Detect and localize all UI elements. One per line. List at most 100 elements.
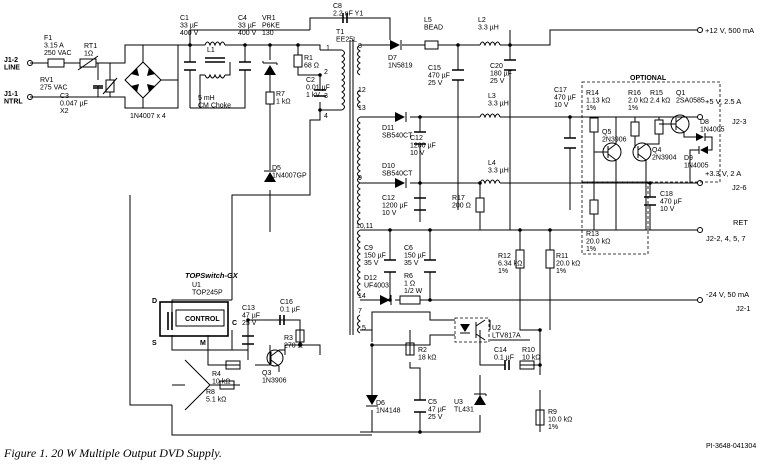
svg-text:+5 V, 2.5 A: +5 V, 2.5 A — [705, 97, 741, 106]
svg-text:D: D — [152, 298, 157, 305]
svg-text:C82.2 nF Y1: C82.2 nF Y1 — [333, 3, 363, 18]
svg-text:M: M — [200, 340, 206, 347]
svg-text:+3.3 V, 2 A: +3.3 V, 2 A — [705, 169, 741, 178]
svg-text:3: 3 — [324, 93, 328, 100]
svg-text:R71 kΩ: R71 kΩ — [276, 91, 291, 106]
svg-text:J2-2, 4, 5, 7: J2-2, 4, 5, 7 — [706, 234, 746, 243]
svg-text:TOPSwitch-GX: TOPSwitch-GX — [185, 271, 239, 280]
svg-text:L33.3 µH: L33.3 µH — [488, 93, 509, 108]
junction-dots — [188, 43, 652, 434]
svg-text:10,11: 10,11 — [356, 223, 373, 230]
svg-text:C: C — [232, 320, 237, 327]
svg-text:4: 4 — [324, 113, 328, 120]
svg-text:13: 13 — [358, 105, 366, 112]
svg-text:J2-3: J2-3 — [732, 117, 747, 126]
svg-text:RET: RET — [733, 218, 748, 227]
svg-text:-24 V, 50 mA: -24 V, 50 mA — [706, 290, 749, 299]
svg-text:2: 2 — [324, 69, 328, 76]
svg-text:L23.3 µH: L23.3 µH — [478, 17, 499, 32]
svg-text:CONTROL: CONTROL — [185, 316, 220, 323]
svg-text:S: S — [152, 340, 157, 347]
svg-text:L43.3 µH: L43.3 µH — [488, 160, 509, 175]
svg-text:+12 V, 500 mA: +12 V, 500 mA — [705, 26, 754, 35]
svg-text:8: 8 — [358, 43, 362, 50]
